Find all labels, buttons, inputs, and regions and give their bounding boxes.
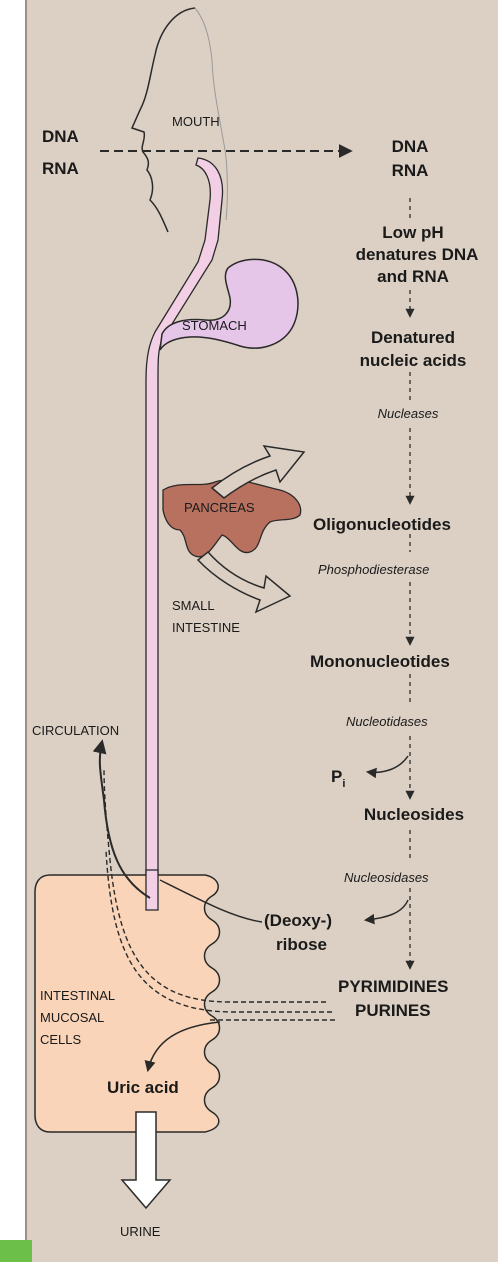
pi-subscript: i <box>342 778 345 790</box>
low-ph-line-3: and RNA <box>377 267 449 286</box>
cells-label: CELLS <box>40 1032 82 1047</box>
intestinal-label: INTESTINAL <box>40 988 115 1003</box>
pancreas-label: PANCREAS <box>184 500 255 515</box>
oligonucleotides-label: Oligonucleotides <box>313 515 451 534</box>
mononucleotides-label: Mononucleotides <box>310 652 450 671</box>
mouth-label: MOUTH <box>172 114 220 129</box>
nucleases-label: Nucleases <box>378 406 439 421</box>
denatured-line-1: Denatured <box>371 328 455 347</box>
pyrimidines-label: PYRIMIDINES <box>338 977 449 996</box>
low-ph-line-1: Low pH <box>382 223 443 242</box>
rna-right-label: RNA <box>392 161 429 180</box>
deoxy-label: (Deoxy-) <box>264 911 332 930</box>
stomach-label: STOMACH <box>182 318 247 333</box>
circulation-label: CIRCULATION <box>32 723 119 738</box>
intestine-label: INTESTINE <box>172 620 240 635</box>
mucosal-label: MUCOSAL <box>40 1010 104 1025</box>
green-accent-bar <box>0 1240 32 1262</box>
intestine-tube-end <box>146 870 158 910</box>
urine-label: URINE <box>120 1224 161 1239</box>
phosphodiesterase-label: Phosphodiesterase <box>318 562 429 577</box>
denatured-line-2: nucleic acids <box>360 351 467 370</box>
dna-left-label: DNA <box>42 127 79 146</box>
purines-label: PURINES <box>355 1001 431 1020</box>
uric-acid-label: Uric acid <box>107 1078 179 1097</box>
nucleosidases-label: Nucleosidases <box>344 870 429 885</box>
dna-right-label: DNA <box>392 137 429 156</box>
low-ph-line-2: denatures DNA <box>356 245 479 264</box>
rna-left-label: RNA <box>42 159 79 178</box>
nucleosides-label: Nucleosides <box>364 805 464 824</box>
nucleotidases-label: Nucleotidases <box>346 714 428 729</box>
small-label: SMALL <box>172 598 215 613</box>
ribose-label: ribose <box>276 935 327 954</box>
